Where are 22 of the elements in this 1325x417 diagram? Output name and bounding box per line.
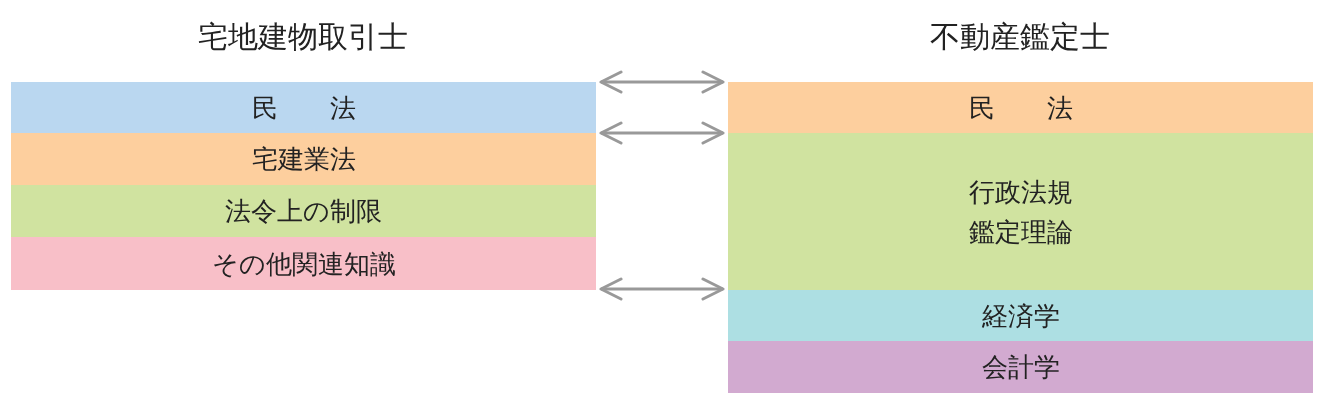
subject-name: 民 法 [968,91,1073,125]
subject-name: 民 法 [251,91,356,125]
subject-box [11,82,596,133]
subject-box [11,133,596,185]
subject-box [11,237,596,290]
subject-box [728,341,1313,393]
double-arrow [599,277,725,301]
subject-name: 会計学 [981,351,1060,384]
double-arrow [599,70,725,94]
subject-name: 宅建業法 [251,143,356,176]
subject-box [11,185,596,237]
column-heading: 不動産鑑定士 [930,18,1110,56]
subject-name: 法令上の制限 [225,195,382,228]
subject-name: その他関連知識 [211,247,396,281]
double-arrow [599,121,725,145]
subject-name: 鑑定理論 [968,215,1073,249]
subject-box [728,290,1313,341]
subject-box [728,133,1313,290]
subject-box [728,82,1313,133]
subject-name: 行政法規 [968,175,1073,209]
subject-name: 経済学 [981,299,1060,333]
column-heading: 宅地建物取引士 [198,18,408,56]
